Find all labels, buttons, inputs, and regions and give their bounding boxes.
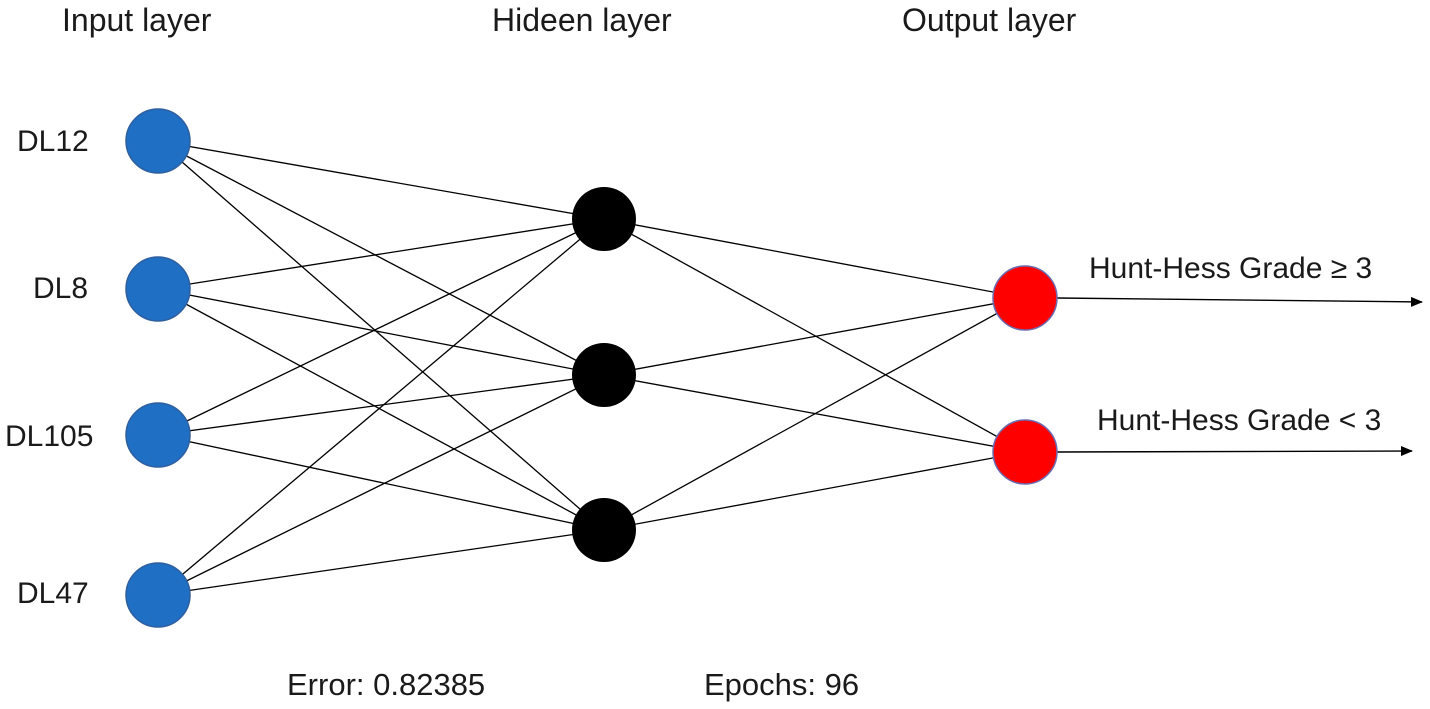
output-label-grade-ge-3: Hunt-Hess Grade ≥ 3 [1089, 252, 1373, 285]
connections [157, 140, 1026, 596]
output-arrow-1 [1056, 296, 1423, 307]
edge-input3-hidden1 [157, 218, 605, 436]
edge-input1-hidden3 [157, 140, 605, 531]
edge-input2-hidden3 [157, 288, 605, 531]
edge-hidden2-output1 [603, 297, 1026, 376]
output-arrows [1056, 296, 1423, 457]
input-layer-title: Input layer [62, 2, 212, 38]
epochs-readout: Epochs: 96 [704, 667, 860, 702]
input-label-dl105: DL105 [5, 420, 94, 453]
hidden-node-2 [572, 343, 636, 407]
input-node-4 [125, 562, 191, 628]
output-arrow-2 [1056, 446, 1413, 457]
output-node-1 [992, 265, 1058, 331]
edge-hidden3-output1 [603, 297, 1026, 531]
edge-input4-hidden1 [157, 218, 605, 596]
edge-input1-hidden2 [157, 140, 605, 376]
output-node-2 [992, 419, 1058, 485]
edge-hidden3-output2 [603, 451, 1026, 531]
input-node-2 [125, 256, 191, 322]
edge-input3-hidden2 [157, 374, 605, 436]
input-label-dl8: DL8 [33, 272, 89, 305]
hidden-layer-title: Hideen layer [492, 2, 672, 38]
input-node-3 [125, 402, 191, 468]
edge-input4-hidden3 [157, 529, 605, 596]
edge-hidden1-output2 [603, 218, 1026, 453]
hidden-node-3 [572, 498, 636, 562]
nodes [125, 108, 1058, 628]
output-label-grade-lt-3: Hunt-Hess Grade < 3 [1097, 404, 1382, 437]
edge-input1-hidden1 [157, 140, 605, 220]
output-layer-title: Output layer [902, 2, 1077, 38]
input-node-1 [125, 108, 191, 174]
error-readout: Error: 0.82385 [287, 667, 486, 702]
edge-input4-hidden2 [157, 374, 605, 596]
edge-input2-hidden1 [157, 218, 605, 290]
input-label-dl47: DL47 [17, 577, 89, 610]
edge-input2-hidden2 [157, 288, 605, 376]
edge-input3-hidden3 [157, 434, 605, 531]
input-label-dl12: DL12 [17, 125, 89, 158]
hidden-node-1 [572, 187, 636, 251]
edge-hidden1-output1 [603, 218, 1026, 299]
